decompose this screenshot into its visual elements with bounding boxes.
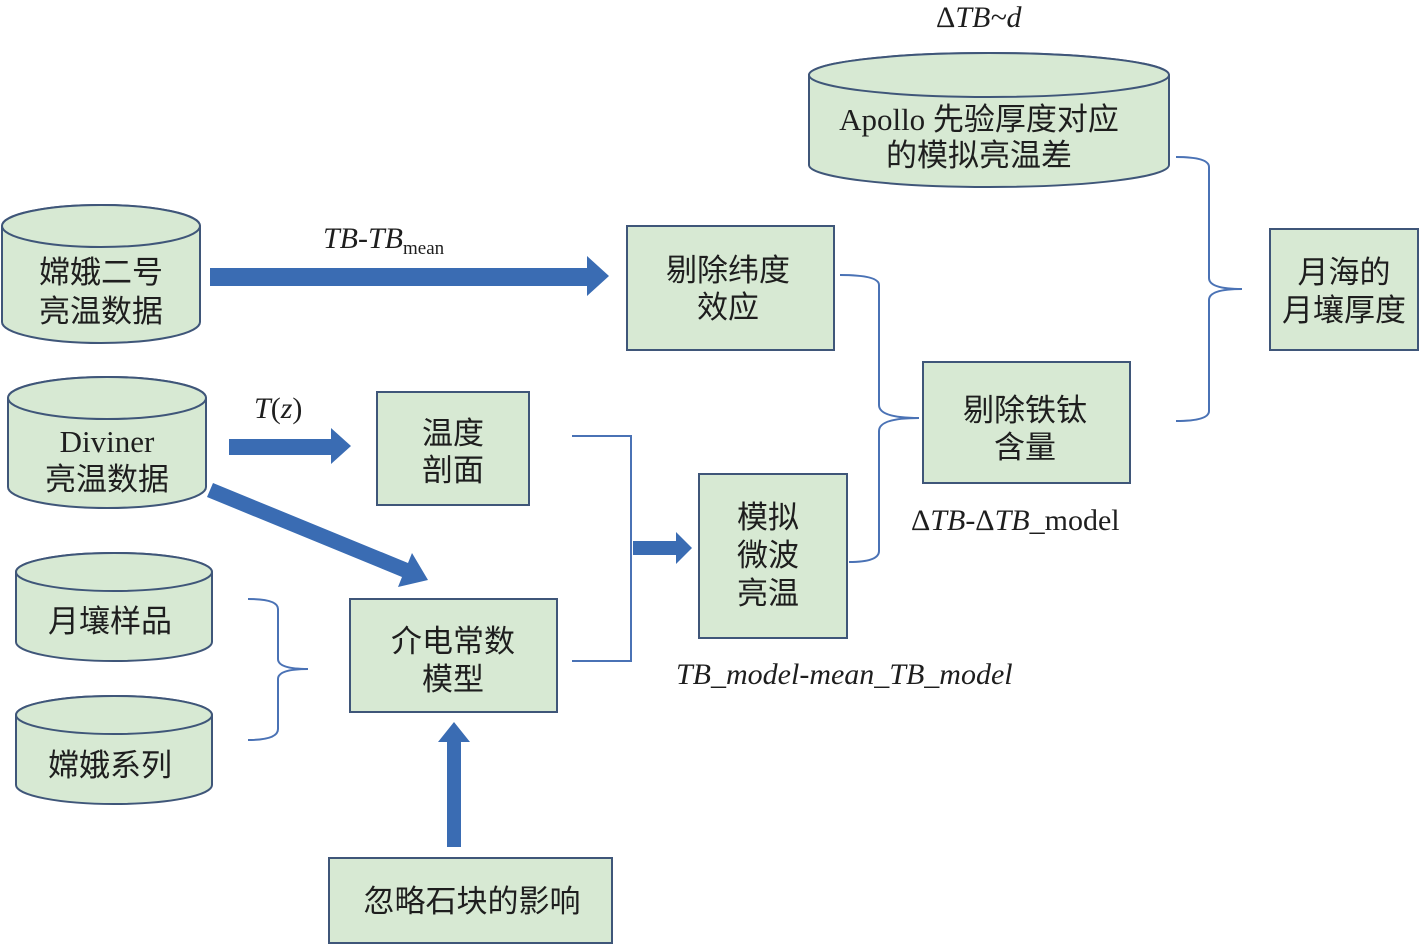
simulate-tb-box: 模拟 微波 亮温 xyxy=(698,473,848,639)
dielectric-model-box: 介电常数 模型 xyxy=(349,598,558,713)
arrow-rocks-to-dielectric xyxy=(438,722,470,847)
change-series-label: 嫦娥系列 xyxy=(48,748,172,783)
label-tb-minus-mean: TB-TBmean xyxy=(323,222,445,259)
arrow-diviner-to-temperature xyxy=(229,428,351,464)
dielectric-model-line2: 模型 xyxy=(422,662,484,697)
ignore-rocks-box: 忽略石块的影响 xyxy=(328,857,613,944)
change2-data-cylinder: 嫦娥二号 亮温数据 xyxy=(1,204,201,344)
dielectric-model-line1: 介电常数 xyxy=(391,624,515,659)
remove-latitude-line2: 效应 xyxy=(697,290,759,325)
temperature-profile-line1: 温度 xyxy=(422,416,484,451)
diviner-data-line1: Diviner xyxy=(60,424,155,459)
simulate-tb-line2: 微波 xyxy=(737,538,799,573)
mare-thickness-line1: 月海的 xyxy=(1298,255,1391,290)
simulate-tb-line1: 模拟 xyxy=(737,500,799,535)
mare-thickness-line2: 月壤厚度 xyxy=(1282,293,1406,328)
apollo-cylinder: Apollo 先验厚度对应 的模拟亮温差 xyxy=(808,52,1170,188)
remove-feti-box: 剔除铁钛 含量 xyxy=(922,361,1131,484)
remove-latitude-line1: 剔除纬度 xyxy=(666,253,790,288)
arrow-diviner-to-dielectric xyxy=(207,483,428,587)
arrow-merge-to-simulate xyxy=(633,532,692,564)
bracket-apollo-feti xyxy=(1175,156,1243,422)
ignore-rocks-label: 忽略石块的影响 xyxy=(364,884,581,919)
label-tb-model-mean: TB_model-mean_TB_model xyxy=(676,658,1013,691)
label-tz: T(z) xyxy=(254,392,302,425)
diviner-data-line2: 亮温数据 xyxy=(45,462,169,497)
apollo-line1: Apollo 先验厚度对应 xyxy=(839,102,1119,137)
remove-latitude-box: 剔除纬度 效应 xyxy=(626,225,835,351)
arrow-change2-to-latitude xyxy=(210,256,609,296)
simulate-tb-line3: 亮温 xyxy=(737,576,799,611)
bracket-samples-series xyxy=(247,598,309,741)
temperature-profile-line2: 剖面 xyxy=(422,453,484,488)
label-dtb-model: ΔTB-ΔTB_model xyxy=(911,504,1120,537)
mare-thickness-box: 月海的 月壤厚度 xyxy=(1269,228,1419,351)
change2-data-line1: 嫦娥二号 xyxy=(39,255,163,290)
remove-feti-line2: 含量 xyxy=(994,430,1056,465)
lunar-samples-cylinder: 月壤样品 xyxy=(15,552,213,662)
connector-temp-dielectric xyxy=(572,435,632,662)
label-dtb-d: ΔTB~d xyxy=(936,1,1023,34)
change-series-cylinder: 嫦娥系列 xyxy=(15,695,213,805)
temperature-profile-box: 温度 剖面 xyxy=(376,391,530,506)
lunar-samples-label: 月壤样品 xyxy=(48,604,172,639)
apollo-line2: 的模拟亮温差 xyxy=(886,138,1072,173)
bracket-latitude-simulate xyxy=(839,274,920,563)
change2-data-line2: 亮温数据 xyxy=(39,294,163,329)
diviner-data-cylinder: Diviner 亮温数据 xyxy=(7,376,207,509)
remove-feti-line1: 剔除铁钛 xyxy=(963,393,1087,428)
